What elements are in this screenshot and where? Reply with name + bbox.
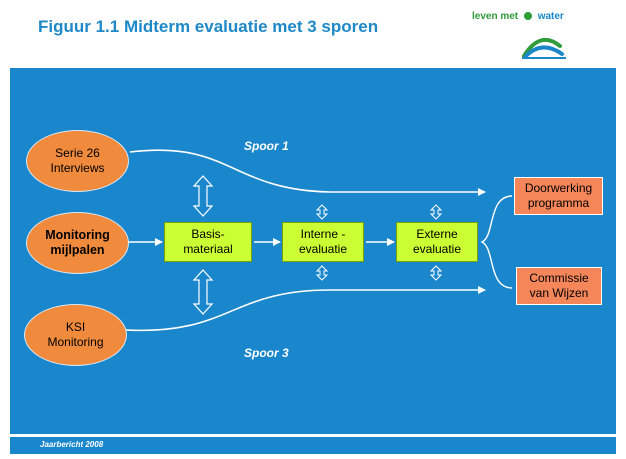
logo-wave-icon: [522, 37, 566, 59]
leven-met-water-logo: leven met water: [472, 6, 612, 64]
process-interne-evaluatie: Interne - evaluatie: [282, 222, 364, 262]
source-label-line: Monitoring: [45, 228, 110, 242]
process-label-line: Basis-: [191, 227, 225, 241]
spoor-3-track: [125, 286, 486, 332]
logo-text-water: water: [537, 11, 564, 22]
spoor-1-track: [129, 149, 486, 196]
source-serie-26-interviews: Serie 26 Interviews: [26, 130, 129, 192]
double-arrow-top: [192, 175, 214, 217]
source-label-line: KSI: [65, 320, 86, 334]
small-double-arrow-interne-top: [315, 204, 329, 220]
logo-text-leven-met: leven met: [472, 11, 519, 22]
spoor-1-label: Spoor 1: [244, 139, 289, 153]
process-label-line: Externe: [416, 227, 458, 241]
process-label-line: evaluatie: [298, 242, 348, 256]
source-monitoring-mijlpalen: Monitoring mijlpalen: [26, 212, 129, 274]
output-label-line: programma: [527, 196, 590, 210]
logo-dot-icon: [523, 12, 532, 20]
slide-header: Figuur 1.1 Midterm evaluatie met 3 spore…: [0, 0, 626, 68]
source-label-line: mijlpalen: [50, 243, 105, 257]
logo-text: leven met water: [472, 11, 564, 22]
process-label-line: materiaal: [183, 242, 233, 256]
double-arrow-bottom: [192, 269, 214, 315]
output-label-line: Commissie: [529, 271, 589, 285]
slide-title: Figuur 1.1 Midterm evaluatie met 3 spore…: [38, 17, 379, 36]
process-basismateriaal: Basis- materiaal: [164, 222, 252, 262]
output-commissie-van-wijzen: Commissie van Wijzen: [516, 267, 602, 305]
slide-footer: Jaarbericht 2008: [10, 437, 616, 454]
output-label-line: Doorwerking: [524, 181, 593, 195]
source-label-line: Interviews: [50, 161, 105, 175]
process-label-line: evaluatie: [412, 242, 462, 256]
source-label-line: Monitoring: [47, 335, 104, 349]
small-double-arrow-externe-bottom: [429, 265, 443, 281]
small-double-arrow-interne-bottom: [315, 265, 329, 281]
small-double-arrow-externe-top: [429, 204, 443, 220]
footer-text: Jaarbericht 2008: [40, 440, 104, 449]
source-ksi-monitoring: KSI Monitoring: [24, 304, 127, 366]
process-label-line: Interne -: [300, 227, 346, 241]
spoor-3-label: Spoor 3: [244, 346, 289, 360]
output-doorwerking-programma: Doorwerking programma: [514, 177, 603, 215]
process-externe-evaluatie: Externe evaluatie: [396, 222, 478, 262]
output-bracket: [480, 195, 513, 289]
output-label-line: van Wijzen: [529, 286, 589, 300]
footer-divider: [10, 434, 616, 437]
source-label-line: Serie 26: [55, 146, 100, 160]
